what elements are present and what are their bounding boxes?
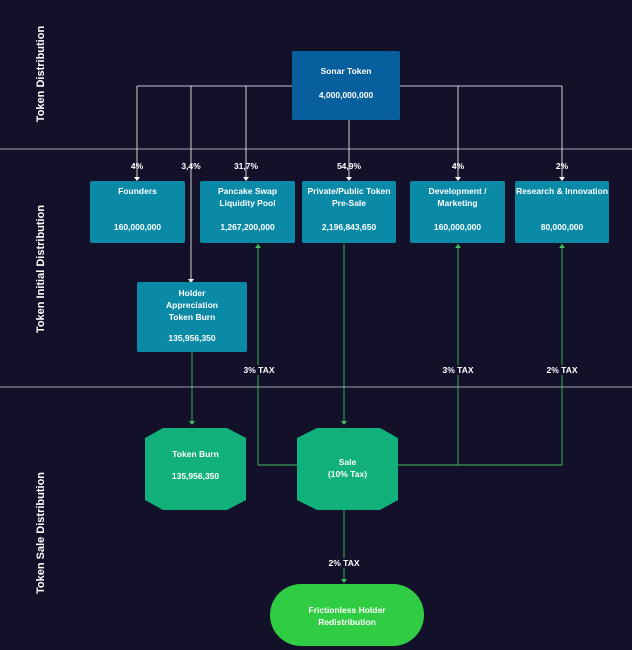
distribution-tree-lines [136, 85, 563, 282]
development-amount: 160,000,000 [433, 222, 482, 232]
founders-box: Founders 160,000,000 [90, 181, 185, 243]
distribution-arrowheads [134, 177, 565, 283]
sonar-token-box: Sonar Token 4,000,000,000 [292, 51, 400, 120]
sale-label: Sale (10% Tax) [297, 456, 398, 480]
token-burn-shape [145, 428, 246, 510]
tax-research: 2% TAX [540, 365, 584, 375]
pct-pancake: 31,7% [233, 161, 259, 171]
holder-burn-name: Holder Appreciation Token Burn [166, 288, 218, 322]
sale-flow-arrowheads [189, 244, 565, 583]
presale-box: Private/Public Token Pre-Sale 2,196,843,… [302, 181, 396, 243]
pct-founders: 4% [130, 161, 144, 171]
research-amount: 80,000,000 [540, 222, 584, 232]
sale-shape [297, 428, 398, 510]
development-name: Development / Marketing [428, 186, 487, 208]
section-label-token-distribution: Token Distribution [35, 25, 47, 123]
pct-holder-burn: 3,4% [181, 161, 201, 171]
frictionless-shape [270, 584, 424, 646]
tax-development: 3% TAX [436, 365, 480, 375]
pancake-amount: 1,267,200,000 [220, 222, 275, 232]
token-burn-label: Token Burn 135,956,350 [145, 448, 246, 482]
sonar-token-amount: 4,000,000,000 [318, 90, 374, 100]
pancake-box: Pancake Swap Liquidity Pool 1,267,200,00… [200, 181, 295, 243]
research-name: Research & Innovation [515, 186, 609, 196]
token-burn-name: Token Burn [172, 449, 219, 459]
section-label-token-initial-distribution: Token Initial Distribution [35, 204, 47, 334]
presale-name: Private/Public Token Pre-Sale [307, 186, 391, 208]
sale-flow-lines [191, 244, 563, 582]
frictionless-label: Frictionless Holder Redistribution [290, 604, 404, 628]
founders-amount: 160,000,000 [113, 222, 162, 232]
pct-presale: 54,9% [336, 161, 362, 171]
sonar-token-name: Sonar Token [320, 66, 372, 76]
pct-development: 4% [451, 161, 465, 171]
sale-name: Sale [338, 457, 357, 467]
presale-amount: 2,196,843,650 [321, 222, 377, 232]
development-box: Development / Marketing 160,000,000 [410, 181, 505, 243]
token-burn-amount: 135,956,350 [171, 471, 220, 481]
research-box: Research & Innovation 80,000,000 [515, 181, 609, 243]
founders-name: Founders [118, 186, 157, 196]
section-label-token-sale-distribution: Token Sale Distribution [35, 471, 47, 595]
pancake-name: Pancake Swap Liquidity Pool [217, 186, 278, 208]
sale-sub: (10% Tax) [327, 469, 368, 479]
frictionless-name: Frictionless Holder Redistribution [308, 605, 386, 627]
tax-pancake: 3% TAX [237, 365, 281, 375]
holder-burn-amount: 135,956,350 [168, 333, 216, 343]
pct-research: 2% [555, 161, 569, 171]
tax-sale: 2% TAX [322, 558, 366, 568]
holder-burn-box: Holder Appreciation Token Burn 135,956,3… [137, 282, 247, 352]
